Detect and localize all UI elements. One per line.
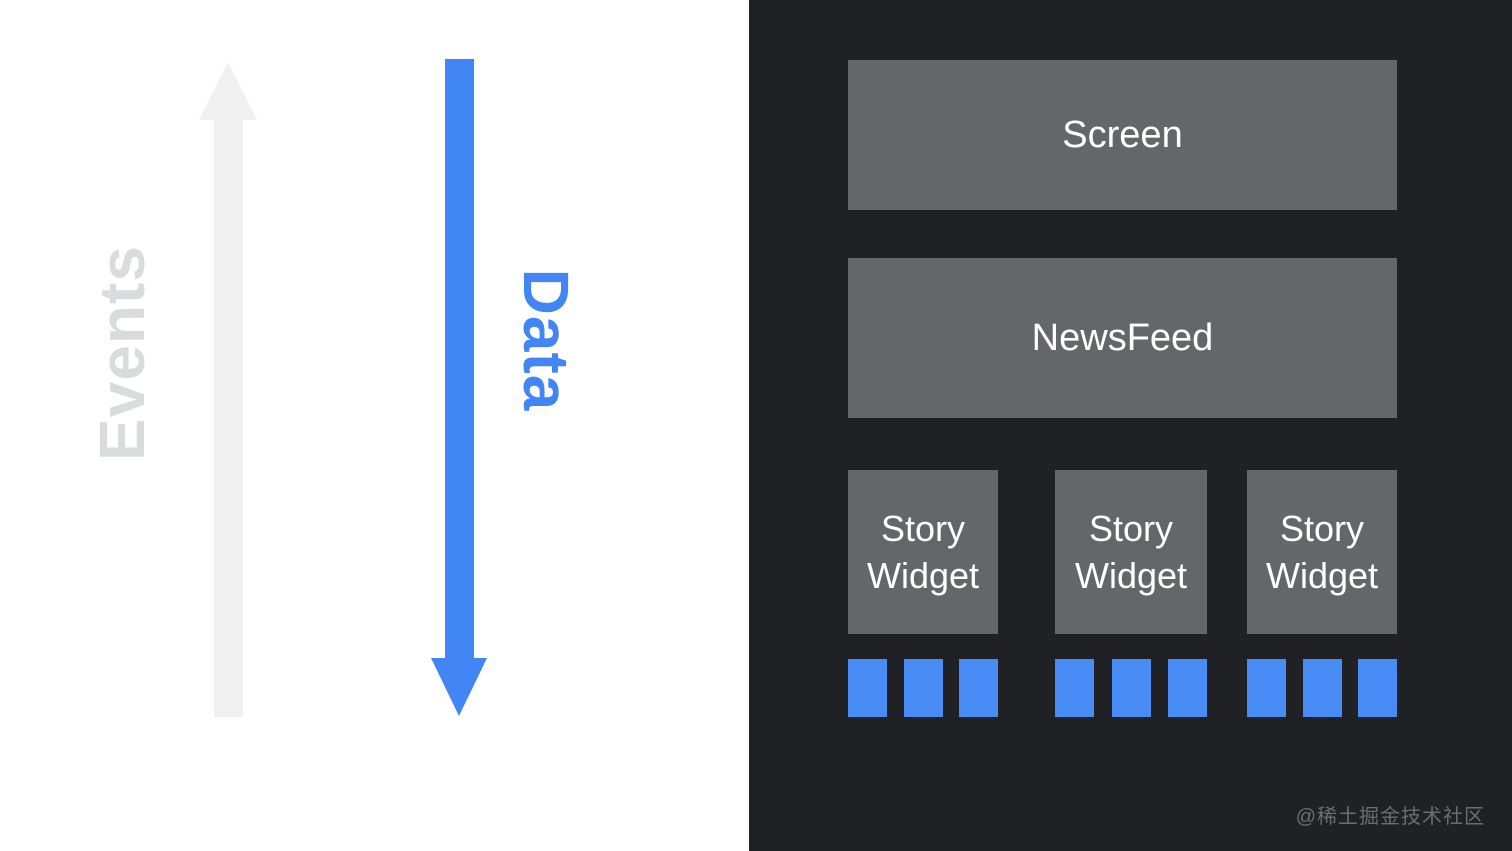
newsfeed-box: NewsFeed [848,258,1397,418]
events-up-arrow-shaft [214,112,243,717]
data-tile [1302,659,1342,717]
story-widget-label: Story Widget [1265,508,1379,596]
data-tile [1111,659,1151,717]
story-tile-group [1055,659,1207,717]
story-widget-label: Story Widget [1074,508,1188,596]
events-label: Events [86,245,158,461]
story-widget-box: Story Widget [1247,470,1397,634]
watermark: @稀土掘金技术社区 [1295,806,1485,828]
data-tile [848,659,887,717]
newsfeed-box-label: NewsFeed [1031,316,1214,359]
data-label: Data [510,268,582,412]
screen-box: Screen [848,60,1397,210]
story-tile-group [848,659,998,717]
data-tile [1247,659,1286,717]
data-tile [903,659,943,717]
story-widget-box: Story Widget [1055,470,1207,634]
story-tile-group [1247,659,1397,717]
story-widget-label: Story Widget [866,508,980,596]
data-tile [1168,659,1207,717]
widget-tree-panel: Screen NewsFeed Story Widget Story Widge… [749,0,1512,851]
data-tile [1358,659,1397,717]
story-widget-box: Story Widget [848,470,998,634]
data-tile [959,659,998,717]
events-up-arrow-icon [199,62,257,120]
screen-box-label: Screen [1062,113,1183,156]
data-down-arrow-icon [431,658,487,716]
data-tile [1055,659,1094,717]
data-down-arrow-shaft [445,59,474,660]
